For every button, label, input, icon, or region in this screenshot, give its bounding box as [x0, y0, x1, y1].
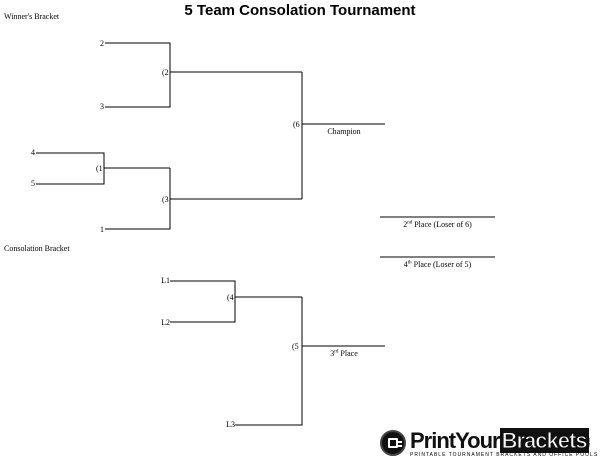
second-place-number: 2 — [403, 220, 408, 229]
logo-word-brackets: Brackets — [499, 428, 589, 453]
third-place-number: 3 — [330, 349, 335, 358]
seed-4: 4 — [31, 148, 35, 157]
match-1-label: (1 — [96, 164, 103, 173]
bracket-line-seed2 — [105, 42, 171, 108]
second-place-suffix: nd — [407, 220, 413, 226]
third-place-suffix: rd — [334, 349, 339, 355]
third-place-text: Place — [338, 349, 358, 358]
seed-l1: L1 — [161, 276, 170, 285]
logo-word-your: Your — [455, 428, 500, 453]
second-place-text: Place (Loser of 6) — [412, 220, 472, 229]
champion-label: Champion — [327, 127, 361, 136]
logo-tagline: PRINTABLE TOURNAMENT BRACKETS AND OFFICE… — [410, 452, 599, 458]
fourth-place-number: 4 — [403, 260, 408, 269]
match-3-label: (3 — [162, 195, 169, 204]
bracket-logo-icon — [380, 430, 406, 456]
match-5-label: (5 — [292, 342, 299, 351]
logo-word-print: Print — [410, 428, 456, 453]
bracket-line-m5 — [235, 297, 303, 426]
match-4-label: (4 — [227, 293, 234, 302]
bracket-line-seed4 — [36, 152, 105, 185]
bracket-line-l1 — [170, 280, 236, 323]
logo-com: .com — [585, 436, 591, 447]
page-title: 5 Team Consolation Tournament — [184, 2, 416, 19]
fourth-place-suffix: th — [407, 260, 412, 266]
seed-3: 3 — [100, 102, 104, 111]
seed-2: 2 — [100, 39, 104, 48]
fourth-place-label: 4th Place (Loser of 5) — [380, 260, 495, 269]
winners-bracket-label: Winner's Bracket — [4, 12, 60, 21]
consolation-bracket-label: Consolation Bracket — [4, 244, 70, 253]
seed-1: 1 — [100, 225, 104, 234]
fourth-place-text: Place (Loser of 5) — [411, 260, 472, 269]
bracket-line-m3 — [105, 168, 171, 230]
logo-wordmark: PrintYourBrackets — [410, 428, 589, 453]
match-2-label: (2 — [162, 68, 169, 77]
match-6-label: (6 — [293, 120, 300, 129]
third-place-label: 3rd Place — [314, 349, 374, 358]
second-place-label: 2nd Place (Loser of 6) — [380, 220, 495, 229]
seed-l3: L3 — [226, 420, 235, 429]
seed-l2: L2 — [161, 318, 170, 327]
seed-5: 5 — [31, 179, 35, 188]
printyourbrackets-logo[interactable]: PrintYourBrackets .com PRINTABLE TOURNAM… — [380, 428, 599, 460]
